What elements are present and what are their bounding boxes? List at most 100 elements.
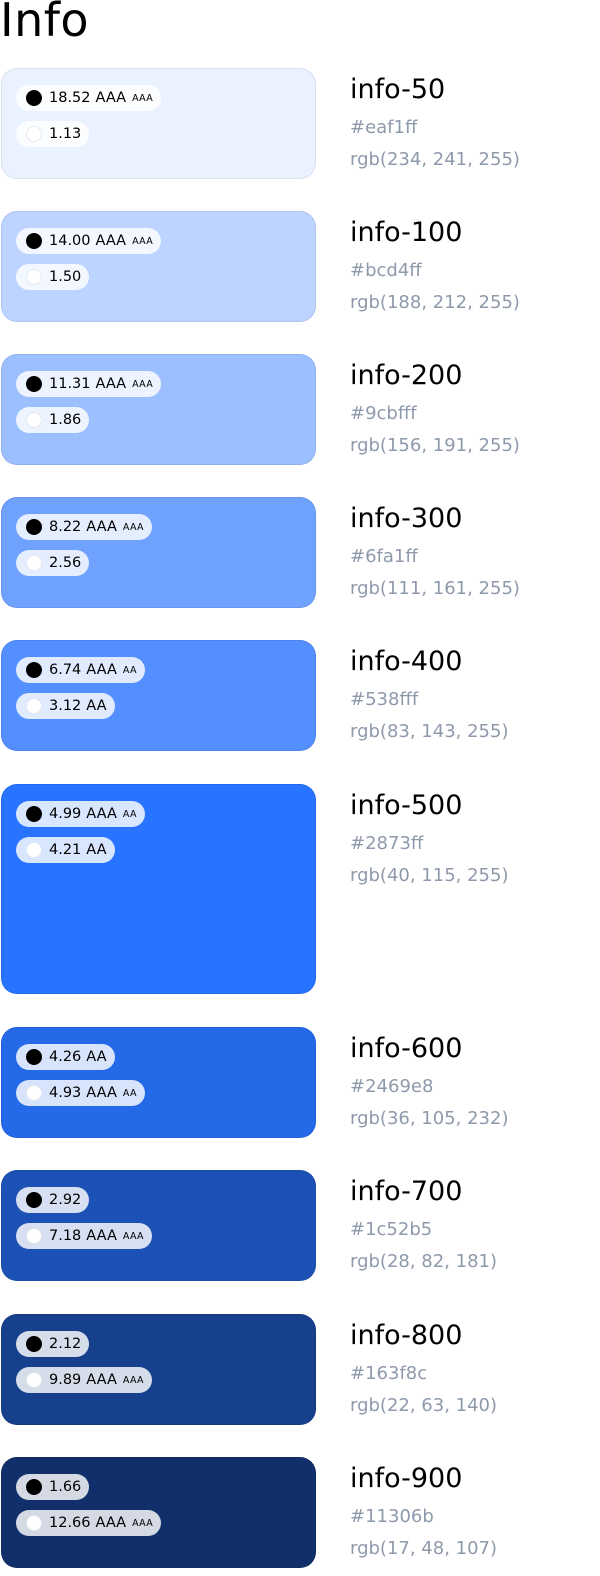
black-circle-icon (26, 662, 42, 678)
rgb-value[interactable]: rgb(28, 82, 181) (350, 1251, 498, 1272)
contrast-ratio: 18.52 (49, 90, 91, 106)
contrast-level-large-text: AAA (132, 378, 154, 390)
contrast-level: AAA (95, 233, 127, 249)
black-text-contrast-badge: 11.31 AAA AAA (16, 371, 162, 397)
contrast-ratio: 6.74 (49, 662, 82, 678)
rgb-value[interactable]: rgb(234, 241, 255) (350, 149, 520, 170)
white-text-contrast-badge: 7.18 AAA AAA (16, 1223, 152, 1249)
color-name: info-400 (350, 646, 463, 677)
contrast-ratio: 3.12 (49, 698, 82, 714)
black-circle-icon (26, 1192, 42, 1208)
white-circle-icon (26, 412, 42, 428)
black-circle-icon (26, 376, 42, 392)
contrast-level: AAA (95, 90, 127, 106)
hex-value[interactable]: #eaf1ff (350, 117, 418, 138)
hex-value[interactable]: #2873ff (350, 833, 424, 854)
color-swatch[interactable]: 8.22 AAA AAA 2.56 (1, 497, 316, 608)
hex-value[interactable]: #538fff (350, 689, 419, 710)
contrast-level: AAA (86, 1085, 117, 1101)
white-text-contrast-badge: 1.86 (16, 407, 90, 433)
black-text-contrast-badge: 6.74 AAA AA (16, 657, 145, 683)
white-circle-icon (26, 1085, 42, 1101)
black-circle-icon (26, 1049, 42, 1065)
color-name: info-700 (350, 1176, 463, 1207)
contrast-ratio: 8.22 (49, 519, 82, 535)
color-name: info-100 (350, 217, 463, 248)
hex-value[interactable]: #163f8c (350, 1363, 428, 1384)
rgb-value[interactable]: rgb(188, 212, 255) (350, 292, 520, 313)
contrast-ratio: 11.31 (49, 376, 91, 392)
rgb-value[interactable]: rgb(17, 48, 107) (350, 1538, 498, 1559)
white-circle-icon (26, 1515, 42, 1531)
contrast-level-large-text: AA (122, 664, 137, 676)
black-text-contrast-badge: 1.66 (16, 1474, 90, 1500)
white-circle-icon (26, 126, 42, 142)
color-name: info-500 (350, 790, 463, 821)
contrast-ratio: 14.00 (49, 233, 91, 249)
color-swatch[interactable]: 11.31 AAA AAA 1.86 (1, 354, 316, 465)
contrast-level: AAA (86, 662, 117, 678)
contrast-level-large-text: AA (122, 808, 137, 820)
hex-value[interactable]: #9cbfff (350, 403, 417, 424)
contrast-ratio: 12.66 (49, 1515, 91, 1531)
black-circle-icon (26, 519, 42, 535)
contrast-level: AAA (86, 806, 117, 822)
black-text-contrast-badge: 14.00 AAA AAA (16, 228, 162, 254)
page-title: Info (0, 0, 90, 47)
black-text-contrast-badge: 8.22 AAA AAA (16, 514, 152, 540)
color-swatch[interactable]: 2.12 9.89 AAA AAA (1, 1314, 316, 1425)
contrast-level-large-text: AAA (132, 1517, 154, 1529)
hex-value[interactable]: #2469e8 (350, 1076, 434, 1097)
black-circle-icon (26, 806, 42, 822)
color-swatch[interactable]: 2.92 7.18 AAA AAA (1, 1170, 316, 1281)
white-text-contrast-badge: 12.66 AAA AAA (16, 1510, 162, 1536)
color-name: info-50 (350, 74, 446, 105)
rgb-value[interactable]: rgb(36, 105, 232) (350, 1108, 509, 1129)
color-swatch[interactable]: 18.52 AAA AAA 1.13 (1, 68, 316, 179)
color-name: info-200 (350, 360, 463, 391)
black-circle-icon (26, 1479, 42, 1495)
contrast-ratio: 1.66 (49, 1479, 82, 1495)
white-circle-icon (26, 1372, 42, 1388)
contrast-ratio: 4.26 (49, 1049, 82, 1065)
contrast-level: AAA (86, 519, 117, 535)
white-circle-icon (26, 555, 42, 571)
black-text-contrast-badge: 4.99 AAA AA (16, 801, 145, 827)
color-name: info-300 (350, 503, 463, 534)
black-text-contrast-badge: 2.92 (16, 1187, 90, 1213)
color-swatch[interactable]: 4.99 AAA AA 4.21 AA (1, 784, 316, 994)
color-swatch[interactable]: 14.00 AAA AAA 1.50 (1, 211, 316, 322)
contrast-level-large-text: AAA (122, 1230, 144, 1242)
contrast-level-large-text: AAA (132, 92, 154, 104)
contrast-level-large-text: AAA (122, 1374, 144, 1386)
hex-value[interactable]: #11306b (350, 1506, 434, 1527)
black-circle-icon (26, 233, 42, 249)
hex-value[interactable]: #bcd4ff (350, 260, 422, 281)
rgb-value[interactable]: rgb(83, 143, 255) (350, 721, 509, 742)
rgb-value[interactable]: rgb(111, 161, 255) (350, 578, 520, 599)
white-circle-icon (26, 1228, 42, 1244)
rgb-value[interactable]: rgb(156, 191, 255) (350, 435, 520, 456)
contrast-level: AAA (86, 1228, 117, 1244)
rgb-value[interactable]: rgb(40, 115, 255) (350, 865, 509, 886)
contrast-ratio: 7.18 (49, 1228, 82, 1244)
color-name: info-900 (350, 1463, 463, 1494)
contrast-level: AAA (86, 1372, 117, 1388)
contrast-ratio: 1.13 (49, 126, 82, 142)
contrast-ratio: 4.21 (49, 842, 82, 858)
contrast-level-large-text: AA (122, 1087, 137, 1099)
contrast-level: AA (86, 698, 107, 714)
hex-value[interactable]: #6fa1ff (350, 546, 418, 567)
contrast-level-large-text: AAA (132, 235, 154, 247)
contrast-level: AAA (95, 1515, 127, 1531)
rgb-value[interactable]: rgb(22, 63, 140) (350, 1395, 498, 1416)
black-circle-icon (26, 90, 42, 106)
contrast-ratio: 4.93 (49, 1085, 82, 1101)
color-swatch[interactable]: 1.66 12.66 AAA AAA (1, 1457, 316, 1568)
white-text-contrast-badge: 3.12 AA (16, 693, 115, 719)
color-swatch[interactable]: 6.74 AAA AA 3.12 AA (1, 640, 316, 751)
color-swatch[interactable]: 4.26 AA 4.93 AAA AA (1, 1027, 316, 1138)
hex-value[interactable]: #1c52b5 (350, 1219, 433, 1240)
white-circle-icon (26, 269, 42, 285)
contrast-level-large-text: AAA (122, 521, 144, 533)
